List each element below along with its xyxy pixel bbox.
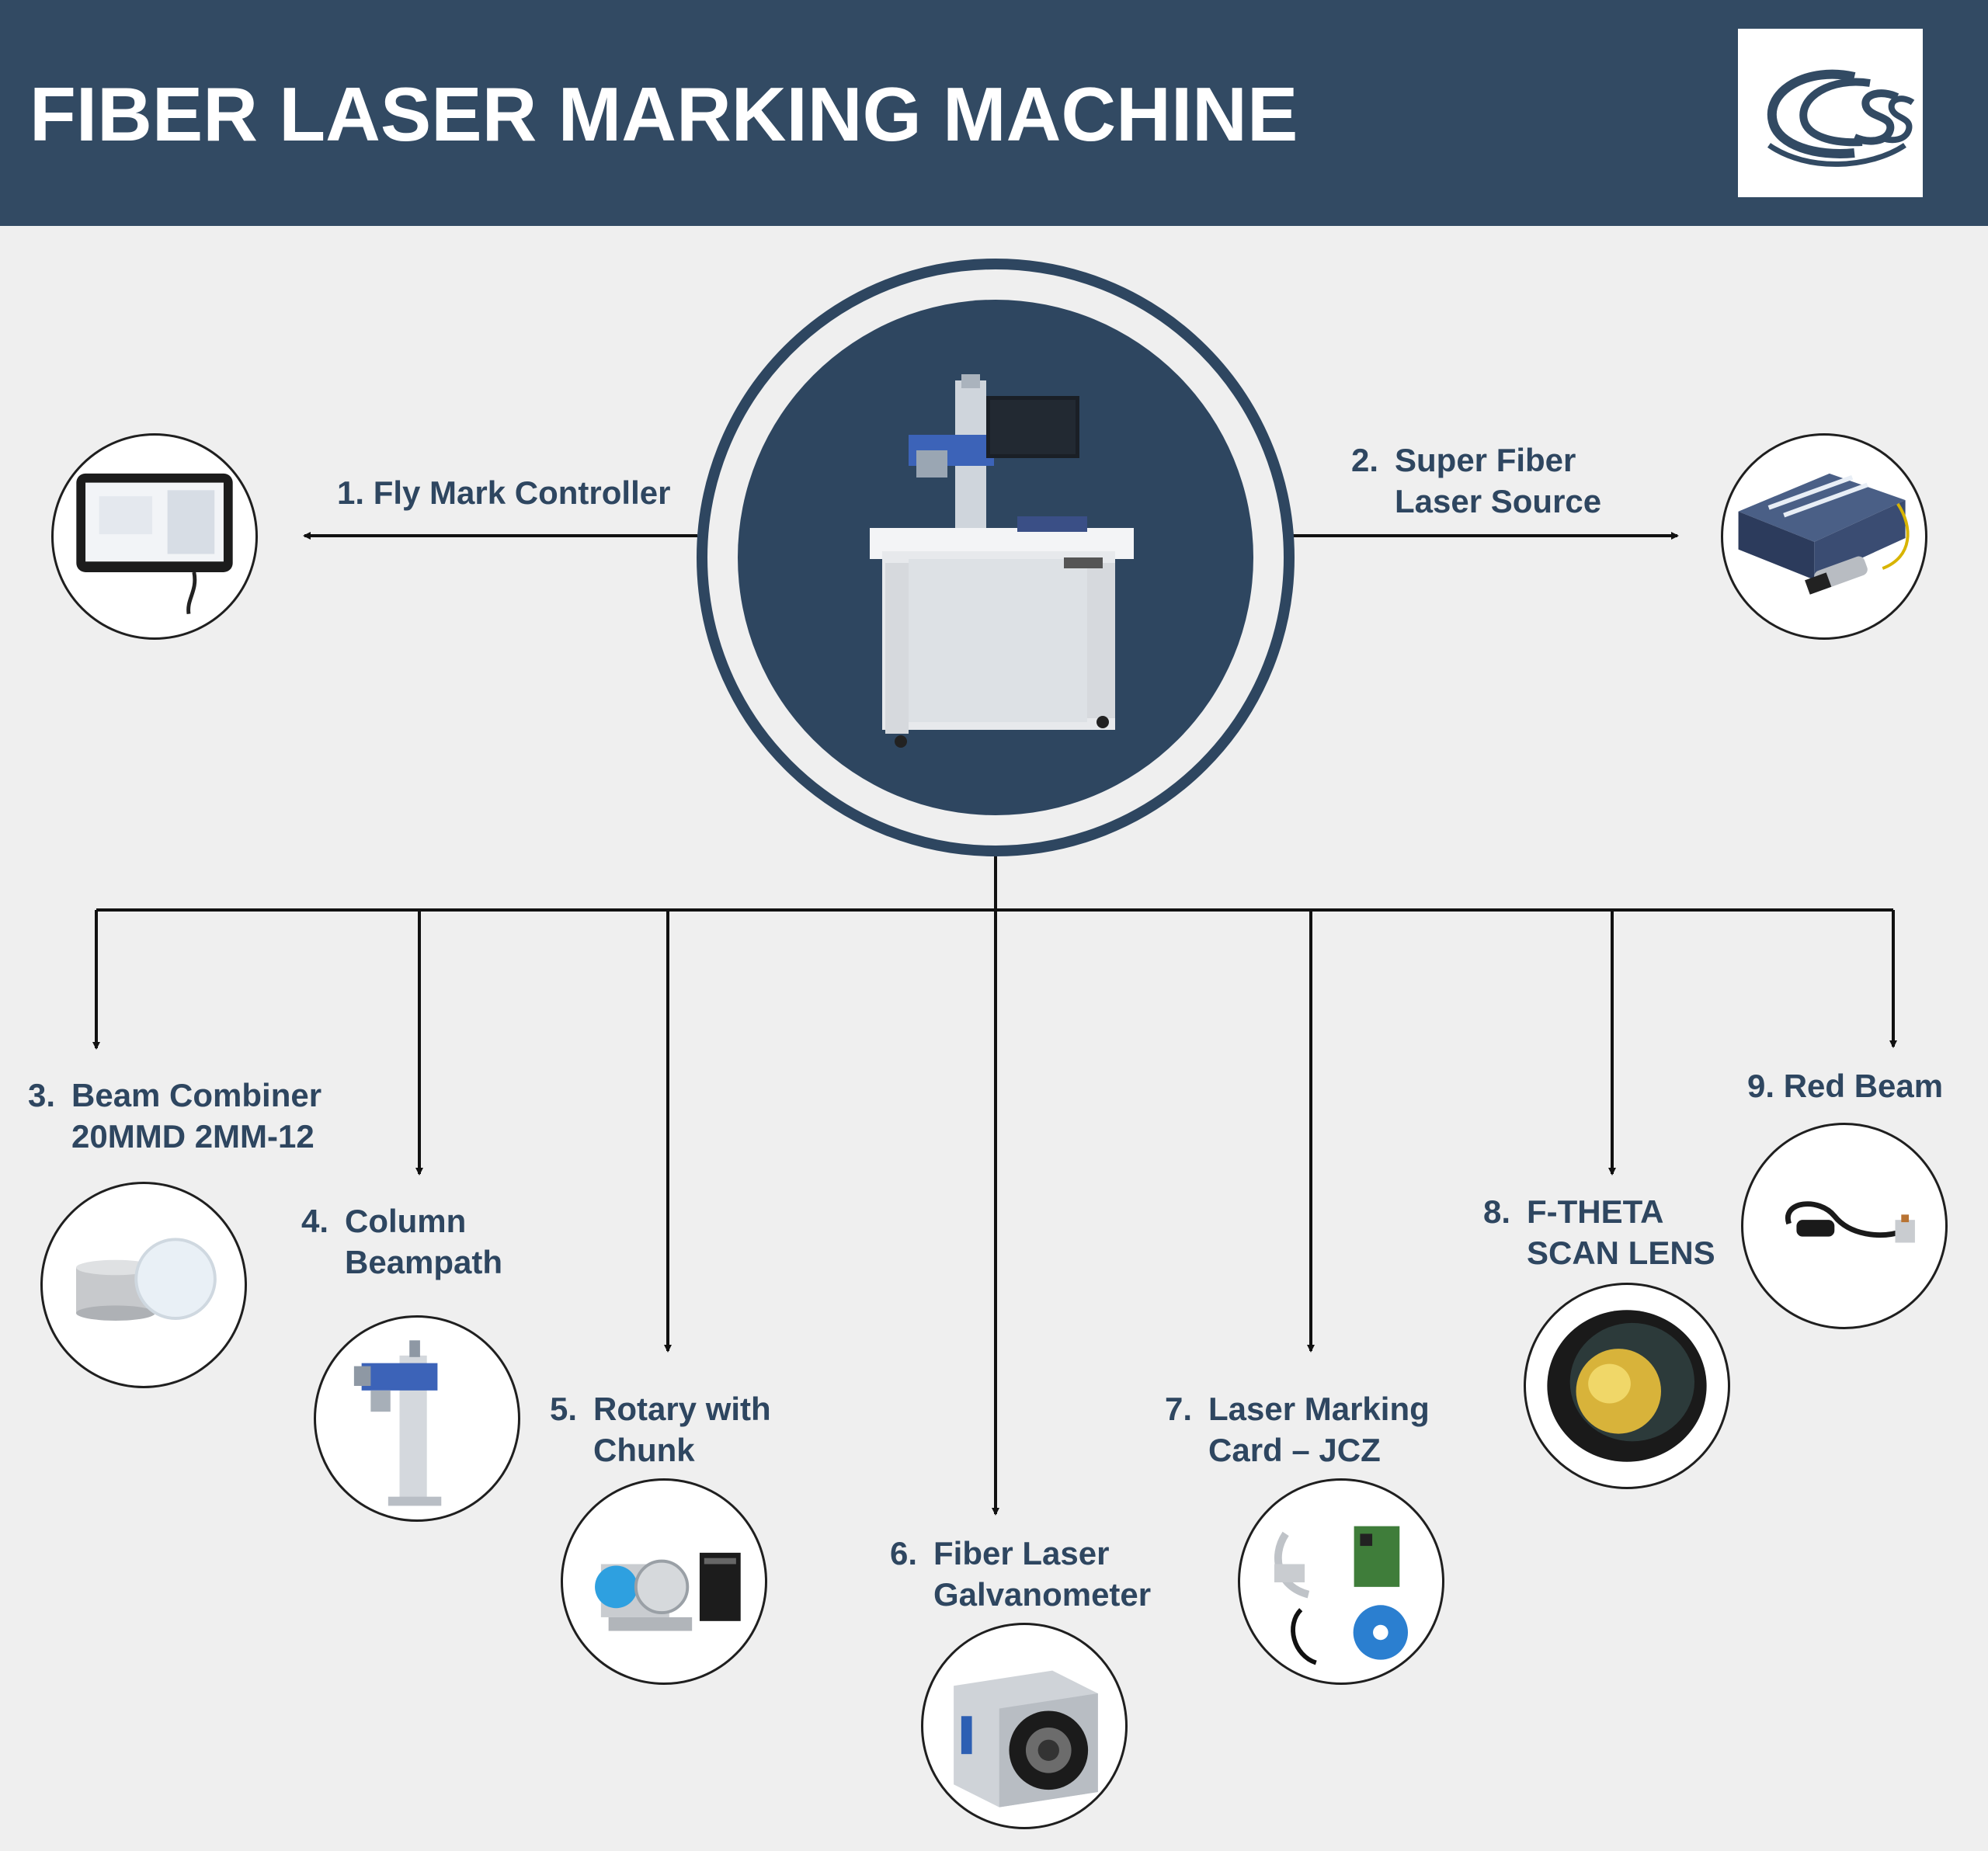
marking-card-icon [1238, 1478, 1444, 1685]
css-logo-icon [1738, 29, 1923, 197]
laser-source-icon [1721, 433, 1927, 640]
galvanometer-icon [921, 1623, 1128, 1829]
label-rotary-with-chunk: 5. Rotary with Chunk [550, 1391, 771, 1468]
header-banner: FIBER LASER MARKING MACHINE [0, 0, 1988, 226]
label-super-fiber-laser-source: 2. Super Fiber Laser Source [1351, 442, 1602, 519]
scan-lens-icon [1524, 1283, 1730, 1489]
label-red-beam: 9. Red Beam [1747, 1068, 1944, 1104]
label-column-beampath: 4. Column Beampath [301, 1203, 503, 1280]
beam-combiner-icon [40, 1182, 247, 1388]
label-beam-combiner: 3. Beam Combiner 20MMD 2MM-12 [28, 1077, 322, 1155]
red-beam-icon [1741, 1123, 1948, 1329]
touchscreen-controller-icon [51, 433, 258, 640]
laser-marking-machine-icon [854, 357, 1149, 761]
label-fiber-laser-galvanometer: 6. Fiber Laser Galvanometer [890, 1535, 1152, 1613]
rotary-chuck-icon [561, 1478, 767, 1685]
label-fly-mark-controller: 1. Fly Mark Controller [337, 474, 671, 511]
page-title: FIBER LASER MARKING MACHINE [30, 71, 1298, 157]
label-laser-marking-card: 7. Laser Marking Card – JCZ [1165, 1391, 1430, 1468]
label-f-theta-scan-lens: 8. F-THETA SCAN LENS [1483, 1193, 1715, 1271]
column-beampath-icon [314, 1315, 520, 1522]
